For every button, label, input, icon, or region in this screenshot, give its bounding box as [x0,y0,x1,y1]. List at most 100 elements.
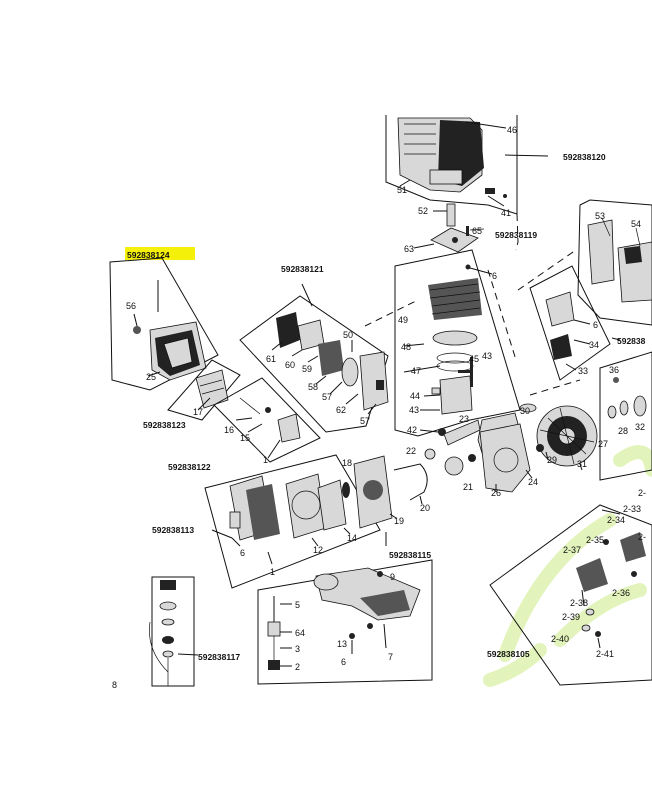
part-22: 22 [406,446,416,456]
crankcase [479,423,533,493]
part-8: 8 [112,680,117,690]
part-14: 14 [347,533,357,543]
part-2-36: 2-36 [612,588,630,598]
kit-label-122: 592838122 [168,462,211,472]
part-2-37: 2-37 [563,545,581,555]
part-24: 24 [528,477,538,487]
part-2-34: 2-34 [607,515,625,525]
part-5: 5 [295,600,300,610]
part-49: 49 [398,315,408,325]
part-54: 54 [631,219,641,229]
part-28: 28 [618,426,628,436]
group-shaft [149,576,199,687]
part-20: 20 [420,503,430,513]
part-57: 57 [360,416,370,426]
part-33: 33 [578,366,588,376]
part-30: 30 [520,406,530,416]
kit-label-113: 592838113 [152,525,194,535]
part-19: 19 [394,516,404,526]
part-2-33: 2-33 [623,504,641,514]
part-7: 7 [388,652,393,662]
part-56: 56 [126,301,136,311]
group-fuel-pipe [257,559,433,685]
part-12: 12 [313,545,323,555]
part-16: 16 [224,425,234,435]
part-36: 36 [609,365,619,375]
part-34: 34 [589,340,599,350]
flywheel [519,403,598,471]
group-fuel-tank [577,199,652,326]
kit-label-105: 592838105 [487,649,530,659]
part-58: 58 [308,382,318,392]
part-18: 18 [342,458,352,468]
group-right-edge [599,351,652,481]
part-15: 15 [240,433,250,443]
part-63: 63 [404,244,414,254]
watermark [483,445,652,687]
part-65: 65 [472,226,482,236]
part-32: 32 [635,422,645,432]
part-43: 43 [409,405,419,415]
group-ignition [529,265,621,381]
part-51: 51 [397,185,407,195]
part-3: 3 [295,644,300,654]
group-starter [204,454,428,589]
part-2-38: 2-38 [570,598,588,608]
kit-label-117: 592838117 [198,652,240,662]
part-42: 42 [407,425,417,435]
part-57-carb: 57 [322,392,332,402]
part-6-cylinder: 6 [492,271,497,281]
part-26: 26 [491,488,501,498]
part-60: 60 [285,360,295,370]
part-1-choke: 1 [263,455,268,465]
dashed-guides [364,213,581,396]
part-53: 53 [595,211,605,221]
part-27: 27 [598,439,608,449]
part-29: 29 [547,455,557,465]
group-carburetor [239,283,389,433]
part-62: 62 [336,405,346,415]
part-44: 44 [410,391,420,401]
kit-label-123: 592838123 [143,420,186,430]
part-43-pin: 43 [482,351,492,361]
part-52: 52 [418,206,428,216]
part-25: 25 [146,372,156,382]
spark-plug-area [413,203,485,253]
part-61: 61 [266,354,276,364]
kit-label-119: 592838119 [495,230,537,240]
group-engine-cover [385,115,549,215]
part-31: 31 [577,459,587,469]
part-59: 59 [302,364,312,374]
part-23: 23 [459,414,469,424]
part-6-starter: 6 [240,548,245,558]
part-46: 46 [507,125,517,135]
part-17: 17 [193,407,203,417]
kit-label-121: 592838121 [281,264,324,274]
part-2-41: 2-41 [596,649,614,659]
part-6-pipe: 6 [341,657,346,667]
kit-highlight [125,247,195,260]
kit-highlight-fill [125,247,195,260]
part-48: 48 [401,342,411,352]
group-choke [213,377,321,463]
kit-label-115: 592838115 [389,550,431,560]
part-50: 50 [343,330,353,340]
part-45: 45 [469,354,479,364]
part-64: 64 [295,628,305,638]
part-2-35: 2-35 [586,535,604,545]
kit-label-124: 592838124 [127,250,170,260]
group-air-filter [109,257,219,391]
kit-label-120: 592838120 [563,152,606,162]
part-21: 21 [463,482,473,492]
group-gearhead [489,504,652,686]
part-2-top: 2- [638,488,646,498]
part-47: 47 [411,366,421,376]
part-6-ignition: 6 [593,320,598,330]
part-2-39: 2-39 [562,612,580,622]
part-2-mid: 2- [638,532,646,542]
part-2: 2 [295,662,300,672]
part-1-starter: 1 [270,567,275,577]
kit-label-right: 592838 [617,336,646,346]
